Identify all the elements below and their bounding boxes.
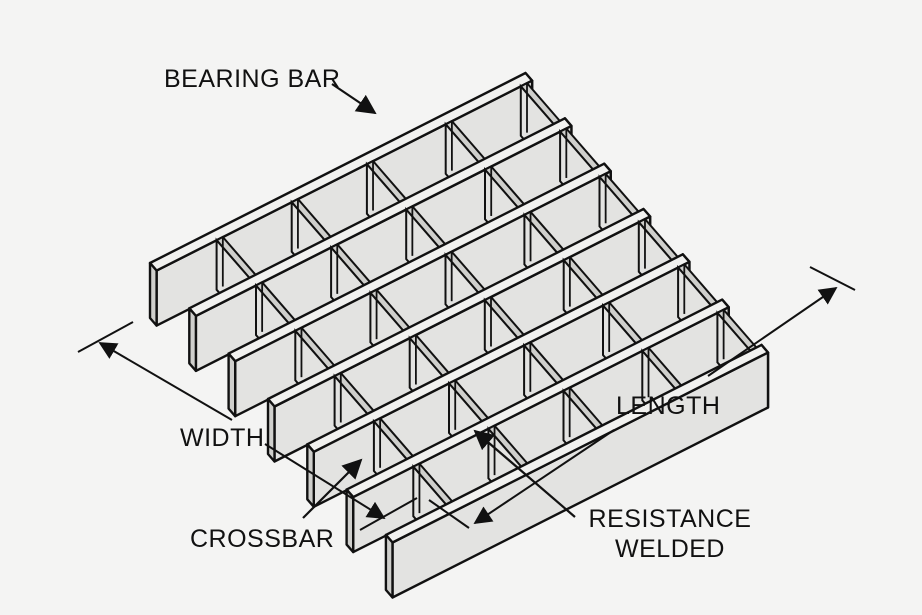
bearing-bar-front-end-0 [148, 261, 158, 327]
bearing-bars-group [148, 71, 770, 599]
width-dimension-arrow-left [98, 342, 233, 421]
width-dimension-arrow-right [264, 443, 386, 519]
label-length: LENGTH [616, 392, 721, 420]
bearing-bar-front-end-1 [188, 307, 198, 373]
length-dimension-arrow-left [473, 429, 615, 525]
label-bearing-bar: BEARING BAR [164, 65, 341, 93]
dimension-lines-group [77, 83, 856, 531]
resistance-welded-leader [473, 429, 576, 518]
bearing-bar-leader [331, 83, 377, 115]
label-crossbar: CROSSBAR [190, 525, 335, 553]
bearing-bar-front-end-2 [227, 352, 237, 418]
crossbar-leader [302, 458, 363, 519]
label-width: WIDTH [180, 424, 265, 452]
label-resistance: RESISTANCE [588, 505, 752, 533]
label-welded: WELDED [615, 535, 725, 563]
length-dimension-arrow-right [707, 286, 838, 377]
bearing-bar-front-end-5 [345, 488, 355, 554]
length-extension-line-right [809, 266, 856, 291]
width-extension-line-left [77, 321, 134, 353]
bearing-bar-front-end-4 [306, 443, 315, 508]
bearing-bar-front-end-6 [384, 533, 394, 599]
bearing-bar-front-end-3 [266, 397, 276, 463]
length-extension-line-left [428, 499, 470, 529]
label-resistance-welded: RESISTANCE WELDED [585, 504, 755, 564]
width-extension-line-right [359, 497, 418, 531]
